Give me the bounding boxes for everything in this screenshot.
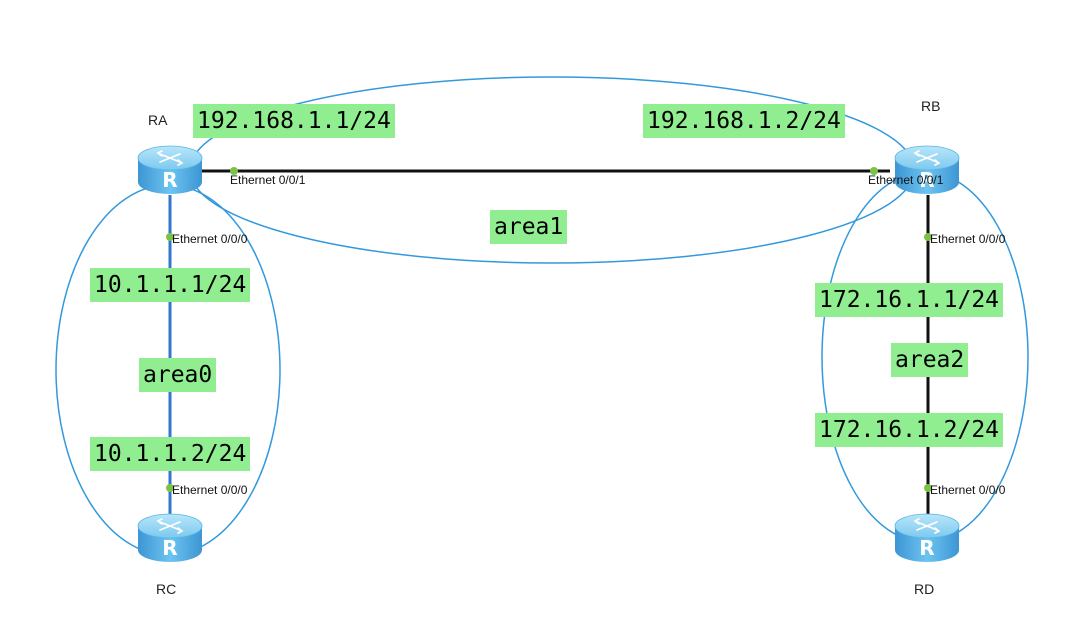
ip-label-rb-e001: 192.168.1.2/24 bbox=[643, 104, 845, 138]
port-label-rc-e000: Ethernet 0/0/0 bbox=[172, 483, 248, 497]
area1-label: area1 bbox=[490, 210, 568, 244]
router-ra-icon[interactable] bbox=[136, 142, 204, 198]
area2-label: area2 bbox=[891, 343, 969, 377]
router-rc-icon[interactable] bbox=[136, 510, 204, 566]
ip-label-rc-e000: 10.1.1.2/24 bbox=[90, 437, 251, 471]
router-rd-name: RD bbox=[914, 581, 935, 597]
ip-label-rb-e000: 172.16.1.1/24 bbox=[815, 283, 1004, 317]
router-rb-name: RB bbox=[921, 98, 941, 114]
port-label-ra-e001: Ethernet 0/0/1 bbox=[230, 173, 306, 187]
port-label-rb-e001: Ethernet 0/0/1 bbox=[868, 173, 944, 187]
router-ra-name: RA bbox=[148, 112, 168, 128]
port-dot-ra-e001 bbox=[230, 167, 238, 175]
port-dot-rb-e000 bbox=[924, 233, 932, 241]
port-label-rb-e000: Ethernet 0/0/0 bbox=[930, 232, 1006, 246]
ip-label-ra-e000: 10.1.1.1/24 bbox=[90, 268, 251, 302]
port-dot-rc-e000 bbox=[166, 484, 174, 492]
port-label-rd-e000: Ethernet 0/0/0 bbox=[930, 483, 1006, 497]
ip-label-ra-e001: 192.168.1.1/24 bbox=[193, 104, 395, 138]
port-dot-rb-e001 bbox=[870, 167, 878, 175]
port-dot-rd-e000 bbox=[924, 484, 932, 492]
port-label-ra-e000: Ethernet 0/0/0 bbox=[172, 232, 248, 246]
ip-label-rd-e000: 172.16.1.2/24 bbox=[815, 413, 1004, 447]
router-rc-name: RC bbox=[156, 581, 177, 597]
port-dot-ra-e000 bbox=[166, 233, 174, 241]
area0-label: area0 bbox=[139, 358, 217, 392]
router-rb-icon[interactable] bbox=[893, 142, 961, 198]
router-rd-icon[interactable] bbox=[893, 510, 961, 566]
